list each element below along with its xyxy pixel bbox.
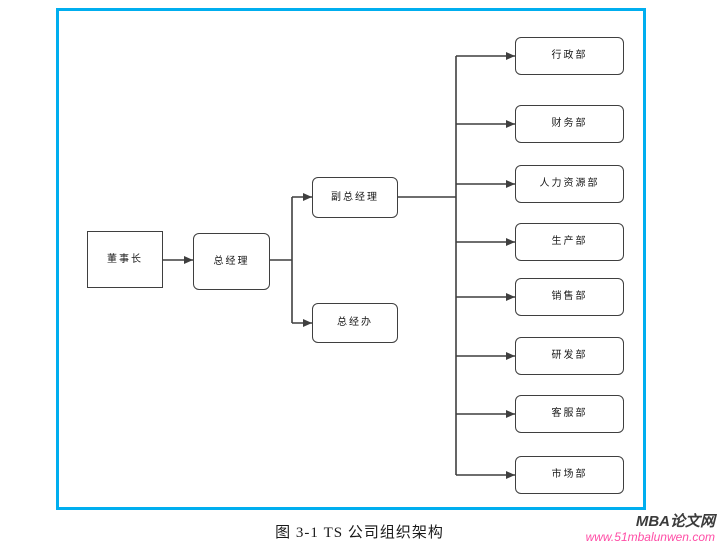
dept-box-hr: 人力资源部 xyxy=(515,165,624,203)
watermark-url: www.51mbalunwen.com xyxy=(585,529,715,544)
dept-box-admin: 行政部 xyxy=(515,37,624,75)
dept-box-marketing: 市场部 xyxy=(515,456,624,494)
watermark-brand: MBA论文网 xyxy=(635,513,715,530)
gm-office-box: 总经办 xyxy=(312,303,398,343)
figure-caption: 图 3-1 TS 公司组织架构 xyxy=(275,525,444,541)
dept-box-production: 生产部 xyxy=(515,223,624,261)
dept-box-customer-service: 客服部 xyxy=(515,395,624,433)
chairman-box: 董事长 xyxy=(87,231,163,288)
dept-box-sales: 销售部 xyxy=(515,278,624,316)
watermark: MBA论文网 www.51mbalunwen.com xyxy=(585,513,715,544)
dept-box-finance: 财务部 xyxy=(515,105,624,143)
deputy-gm-box: 副总经理 xyxy=(312,177,398,218)
general-manager-box: 总经理 xyxy=(193,233,270,290)
dept-box-rnd: 研发部 xyxy=(515,337,624,375)
